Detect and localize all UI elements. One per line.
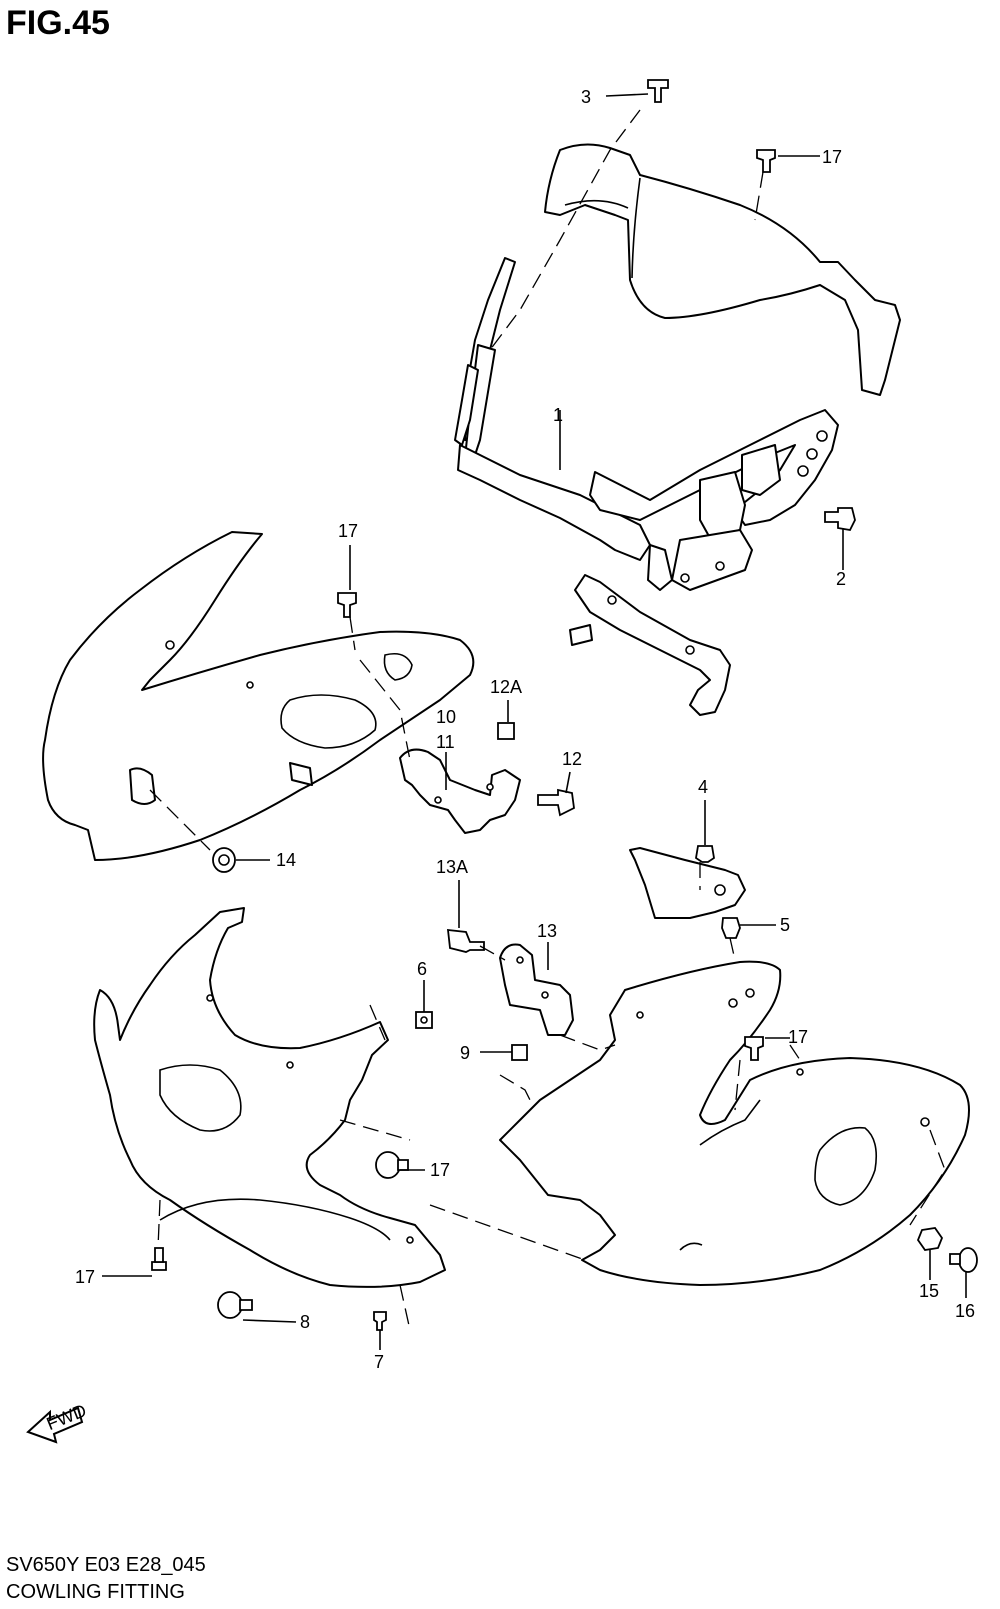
screw-5 (721, 917, 741, 939)
inner-cowl-grommet-seat (129, 767, 156, 805)
callout-12: 12 (562, 749, 582, 769)
callout-8: 8 (300, 1312, 310, 1332)
right-lower-cowl-fold (699, 1099, 761, 1146)
right-cowl-cover-plate (629, 847, 746, 919)
callout-12a: 12A (490, 677, 522, 697)
assembly-dashed-lines (149, 109, 946, 1331)
cowling-bracket (454, 257, 839, 716)
right-lower-cowling (499, 960, 970, 1286)
callout-6: 6 (417, 959, 427, 979)
right-lower-cowl-slot (679, 1242, 703, 1251)
callout-11: 11 (436, 732, 455, 752)
upper-panel-edge (564, 199, 629, 209)
screw-3 (647, 79, 669, 103)
cowling-bracket-10 (399, 748, 521, 834)
callout-1: 1 (553, 405, 563, 425)
left-inner-cowl (42, 531, 475, 861)
callout-17-center: 17 (430, 1160, 450, 1180)
nut-6 (415, 1011, 433, 1029)
callout-5: 5 (780, 915, 790, 935)
right-lower-cowl-vent (814, 1126, 878, 1206)
callout-3: 3 (581, 87, 591, 107)
left-lower-cowling (93, 907, 446, 1288)
screw-4 (695, 845, 715, 863)
nut-12a (497, 722, 515, 740)
upper-panel-crease (631, 177, 641, 279)
left-lower-cowl-vent (159, 1064, 242, 1132)
callout-4: 4 (698, 777, 708, 797)
callout-13a: 13A (436, 857, 468, 877)
bolt-2 (824, 507, 856, 531)
callout-7: 7 (374, 1352, 384, 1372)
bolt-12 (537, 788, 575, 817)
callout-13: 13 (537, 921, 557, 941)
callout-17-left: 17 (338, 521, 358, 541)
callout-14: 14 (276, 850, 296, 870)
inner-cowl-boss (383, 652, 413, 681)
callout-16: 16 (955, 1301, 975, 1321)
callout-17-bottom-left: 17 (75, 1267, 95, 1287)
inner-cowl-clip (289, 762, 313, 786)
cowling-bracket-13 (499, 943, 574, 1036)
footer-diagram-name: COWLING FITTING (6, 1581, 185, 1603)
callout-15: 15 (919, 1281, 939, 1301)
callout-17-right: 17 (788, 1027, 808, 1047)
screw-16 (949, 1247, 978, 1273)
screw-17-left (337, 592, 357, 618)
figure-title: FIG.45 (6, 4, 110, 42)
screw-17-bottom-left (151, 1247, 167, 1271)
screw-17-right (744, 1036, 764, 1061)
screw-8 (217, 1291, 253, 1319)
nut-15 (916, 1227, 944, 1251)
leader-lines (102, 93, 967, 1350)
bolt-13a (446, 928, 485, 953)
callout-10: 10 (436, 707, 456, 727)
screw-7 (373, 1311, 387, 1331)
callout-2: 2 (836, 569, 846, 589)
footer-diagram-code: SV650Y E03 E28_045 (6, 1554, 206, 1576)
screw-17-center (375, 1151, 409, 1179)
callout-17-top: 17 (822, 147, 842, 167)
screw-17-top (756, 149, 776, 173)
left-lower-cowl-fold (159, 1198, 391, 1241)
inner-cowl-window (280, 694, 377, 749)
grommet-14 (212, 847, 236, 873)
nut-9 (511, 1044, 528, 1061)
callout-labels: 3 17 1 2 17 12A 10 11 12 14 4 13A 5 13 6… (75, 87, 975, 1372)
fwd-arrow-icon: FWD (26, 1400, 89, 1444)
upper-inner-panel (544, 143, 901, 396)
callout-9: 9 (460, 1043, 470, 1063)
